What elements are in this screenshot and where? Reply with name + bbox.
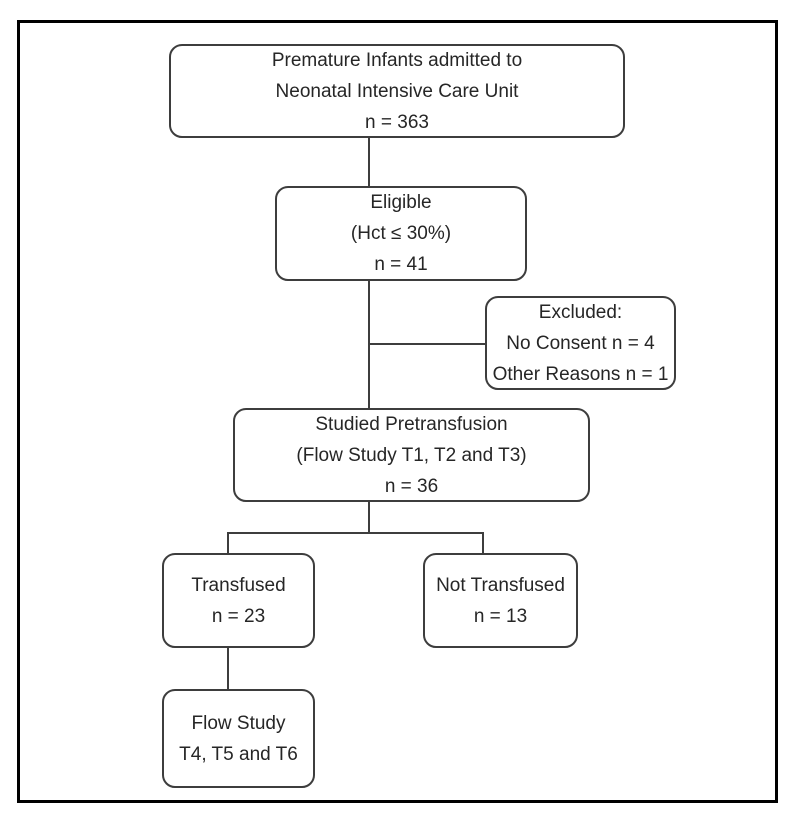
node-count: n = 13 bbox=[473, 605, 528, 627]
node-line: Transfused bbox=[191, 574, 286, 596]
node-count: n = 41 bbox=[374, 254, 428, 275]
node-line: Not Transfused bbox=[436, 574, 565, 596]
node-studied-pretransfusion: Studied Pretransfusion (Flow Study T1, T… bbox=[233, 408, 590, 502]
node-line: (Hct ≤ 30%) bbox=[350, 223, 452, 244]
node-transfused: Transfused n = 23 bbox=[162, 553, 315, 648]
node-not-transfused: Not Transfused n = 13 bbox=[423, 553, 578, 648]
node-line: Excluded: bbox=[538, 301, 623, 323]
node-flow-study-t4-t6: Flow Study T4, T5 and T6 bbox=[162, 689, 315, 788]
node-count: n = 363 bbox=[365, 111, 429, 133]
node-count: n = 36 bbox=[384, 475, 439, 497]
node-line: No Consent n = 4 bbox=[506, 332, 655, 354]
node-line: Eligible bbox=[370, 192, 432, 213]
node-line: (Flow Study T1, T2 and T3) bbox=[296, 444, 527, 466]
node-line: Other Reasons n = 1 bbox=[492, 363, 669, 385]
node-excluded: Excluded: No Consent n = 4 Other Reasons… bbox=[485, 296, 676, 390]
node-eligible: Eligible (Hct ≤ 30%) n = 41 bbox=[275, 186, 527, 281]
node-count: n = 23 bbox=[211, 605, 266, 627]
node-line: Studied Pretransfusion bbox=[315, 413, 508, 435]
node-line: T4, T5 and T6 bbox=[179, 743, 298, 765]
node-line: Premature Infants admitted to bbox=[271, 49, 523, 71]
node-line: Neonatal Intensive Care Unit bbox=[275, 80, 519, 102]
node-premature-infants: Premature Infants admitted to Neonatal I… bbox=[169, 44, 625, 138]
node-line: Flow Study bbox=[191, 712, 286, 734]
